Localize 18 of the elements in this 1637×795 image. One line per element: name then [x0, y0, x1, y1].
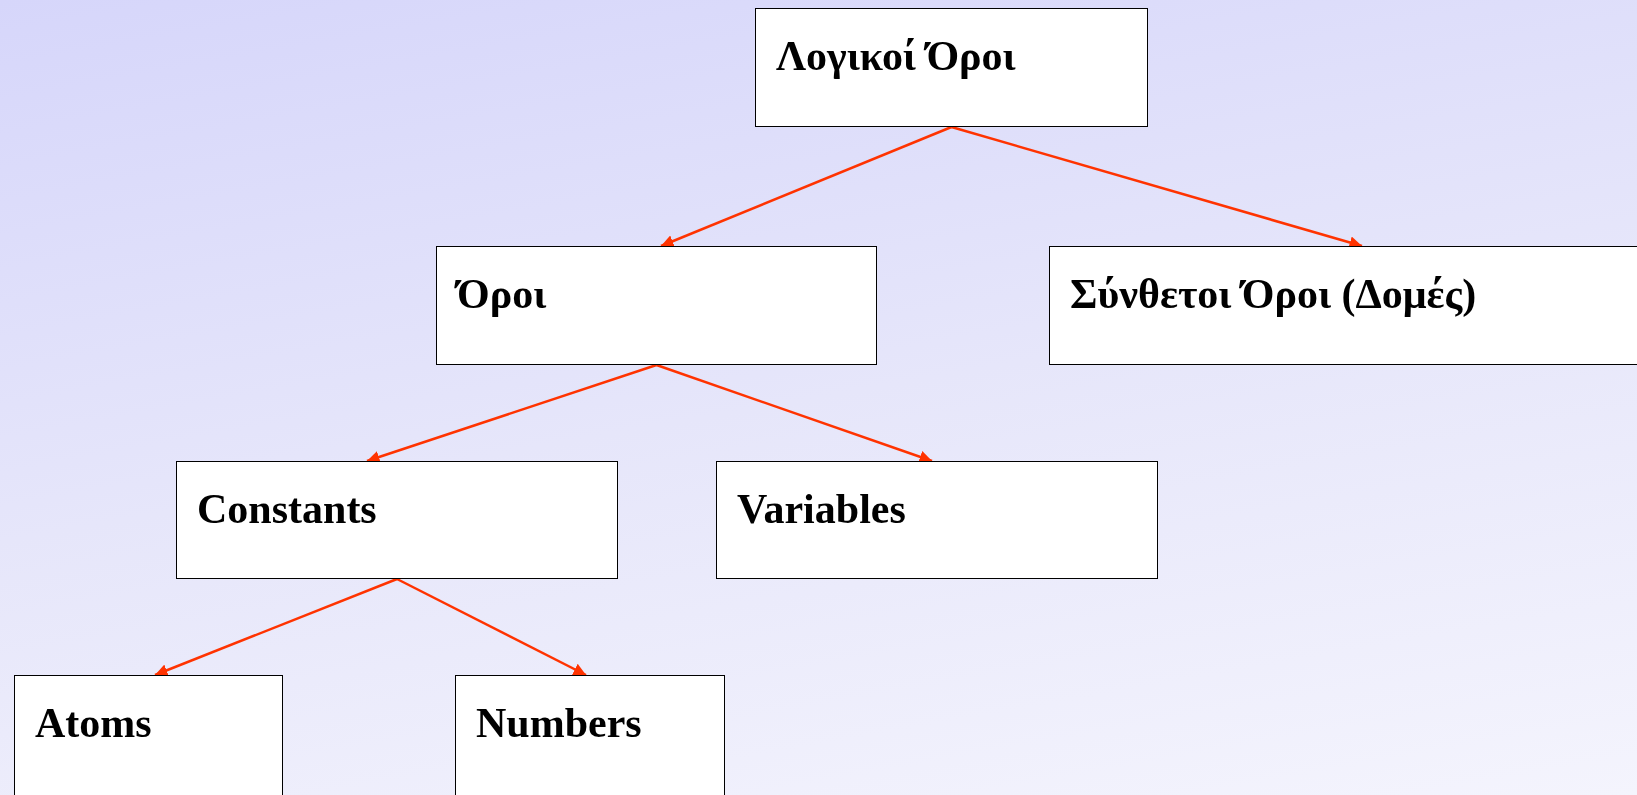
arrow	[656, 363, 933, 463]
term-box	[455, 675, 725, 795]
term-box	[436, 246, 877, 365]
term-label: Constants	[197, 485, 378, 534]
arrow	[660, 125, 952, 248]
term-label: Σύνθετοι Όροι (Δομές)	[1070, 270, 1478, 319]
arrow	[366, 363, 657, 463]
term-box	[176, 461, 618, 579]
arrow	[154, 577, 398, 677]
term-label: Variables	[737, 485, 907, 534]
arrow	[396, 577, 587, 677]
term-box	[1049, 246, 1637, 365]
term-label: Atoms	[35, 699, 153, 748]
term-box	[716, 461, 1158, 579]
term-label: Λογικοί Όροι	[776, 32, 1017, 81]
term-box	[755, 8, 1148, 127]
term-label: Numbers	[476, 699, 643, 748]
term-box	[14, 675, 283, 795]
